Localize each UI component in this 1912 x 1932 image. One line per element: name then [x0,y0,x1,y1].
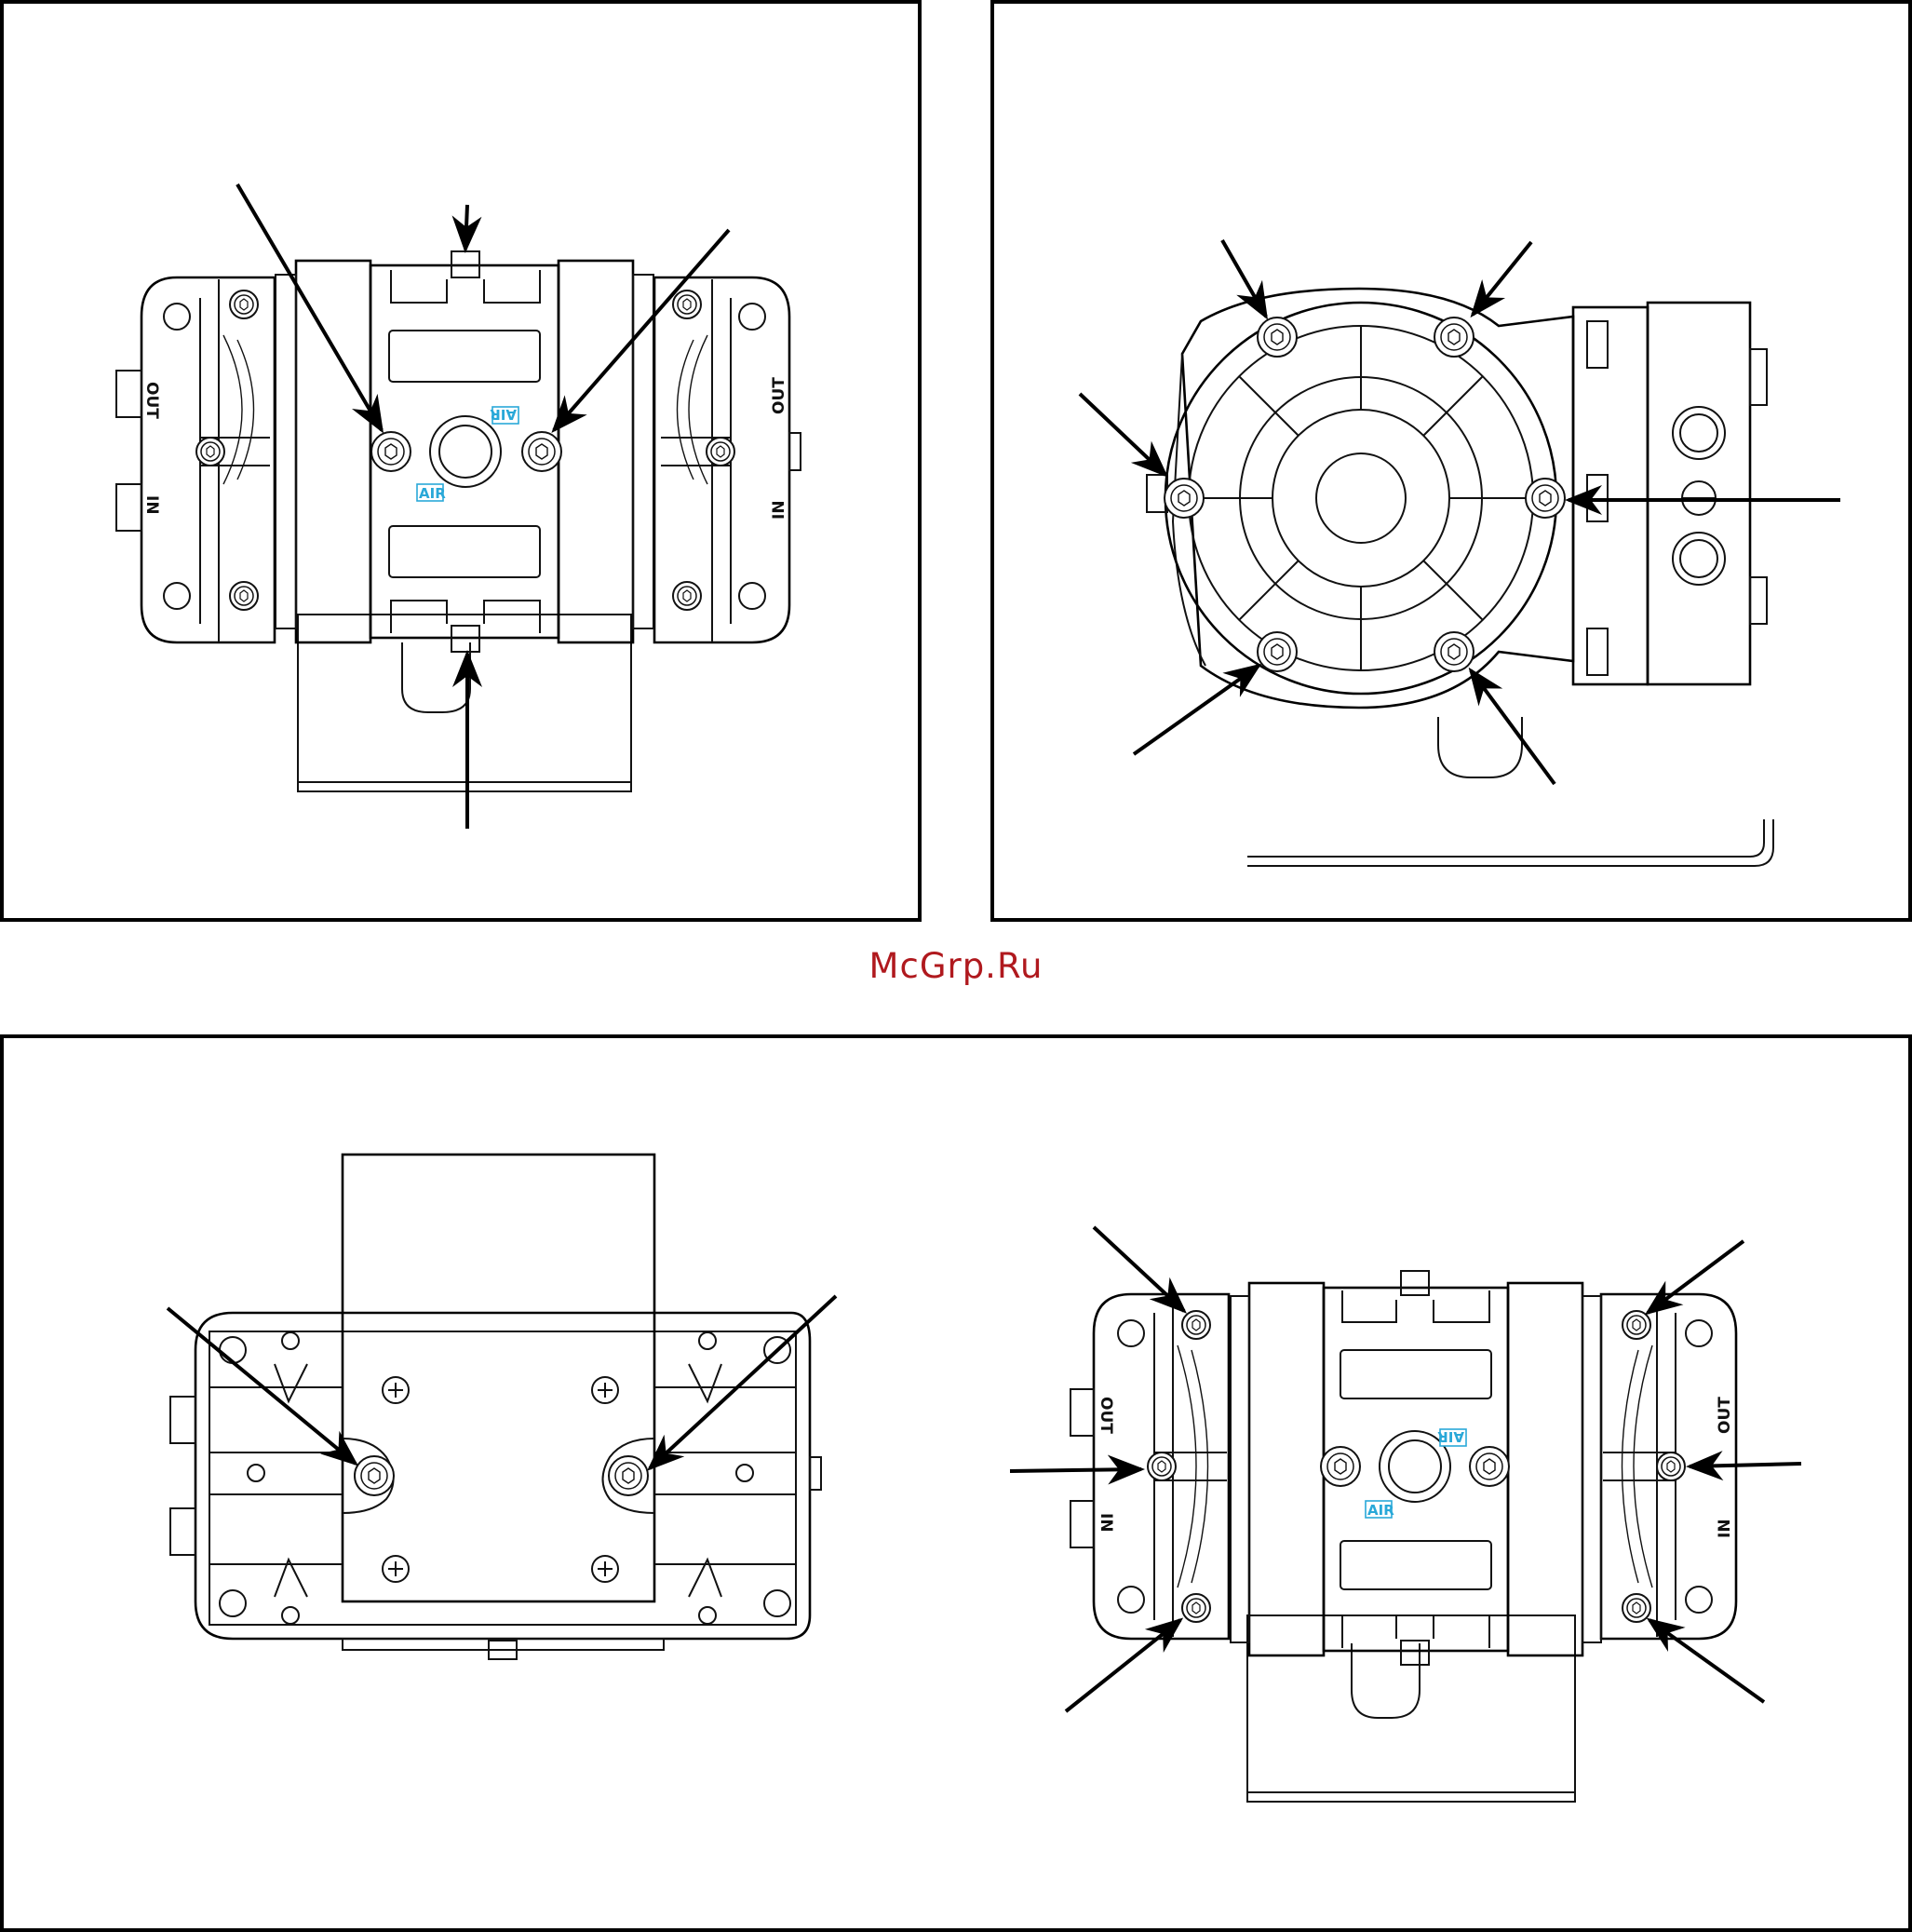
out-label-left-1: OUT [142,382,161,419]
arrow-18 [1649,1620,1764,1702]
arrow-15 [1010,1469,1141,1471]
bottom-left-view [168,1155,836,1659]
air-label-2: AIR [1367,1502,1394,1519]
in-label-right-1: IN [770,500,788,520]
arrow-13 [1094,1227,1184,1311]
air-label-inverted-1: AIR [490,406,517,423]
panel-top-right [992,2,1910,920]
in-label-left-1: IN [142,495,161,515]
arrow-17 [1066,1620,1180,1711]
arrow-6 [1473,242,1531,315]
arrow-7 [1080,394,1165,475]
out-label-right-1: OUT [770,377,788,414]
air-label-inverted-2: AIR [1437,1428,1464,1445]
arrow-5 [1222,240,1266,317]
arrow-9 [1134,666,1259,754]
arrow-16 [1690,1464,1801,1466]
bottom-right-view: OUT IN OUT IN AIR AIR [1010,1227,1801,1802]
arrow-3 [465,205,467,250]
watermark-text: McGrp.Ru [0,946,1912,986]
out-label-right-2: OUT [1716,1397,1734,1434]
panel-bottom: OUT IN OUT IN AIR AIR [2,1036,1910,1930]
in-label-left-2: IN [1097,1513,1115,1533]
air-label-1: AIR [419,485,446,502]
in-label-right-2: IN [1716,1519,1734,1538]
arrow-14 [1648,1241,1744,1313]
arrow-10 [1471,670,1555,784]
arrow-12 [650,1296,836,1468]
out-label-left-2: OUT [1097,1397,1115,1434]
panel-top-left: OUT IN OUT IN AIR AIR [2,2,920,920]
arrow-1 [237,184,382,430]
